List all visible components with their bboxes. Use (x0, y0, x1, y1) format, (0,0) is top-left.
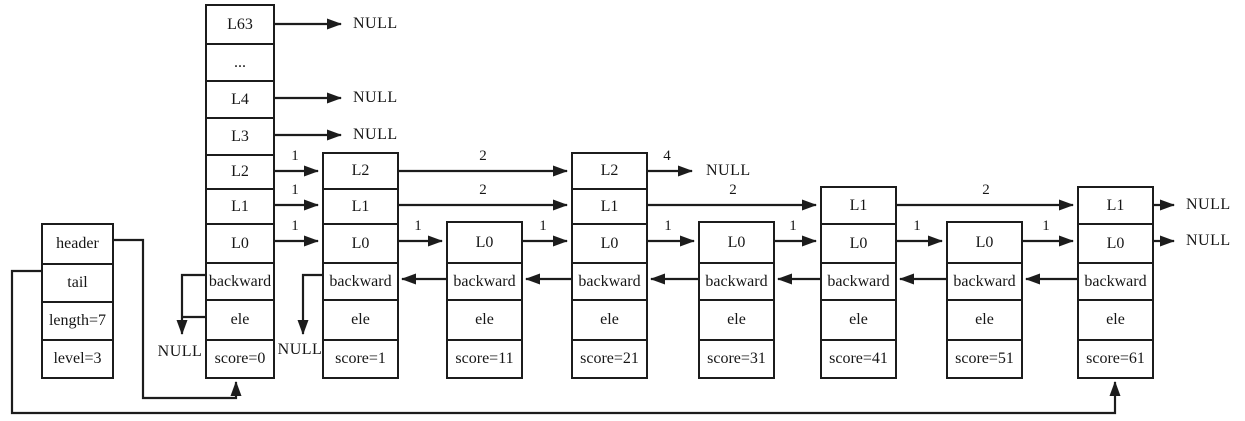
null-label-l4: NULL (353, 89, 398, 106)
cell-backward: backward (700, 262, 773, 299)
cell-score: score=51 (948, 339, 1021, 377)
cell-score: score=11 (448, 339, 521, 377)
arrow-header-backward-null (176, 273, 207, 335)
header-cell-l4: L4 (207, 80, 273, 117)
cell-score: score=21 (573, 339, 646, 377)
header-cell-ele: ele (207, 299, 273, 339)
skiplist-meta-box: header tail length=7 level=3 (41, 223, 114, 379)
cell-l0: L0 (727, 233, 746, 251)
header-cell-l0: L0 (207, 223, 273, 262)
cell-l0: L0 (324, 223, 397, 262)
cell-l0: L0 (822, 223, 895, 262)
node-score-21: L2 L1 L0 backward ele score=21 (571, 152, 648, 379)
cell-backward: backward (324, 262, 397, 299)
span-label-l0: 1 (1042, 218, 1050, 234)
span-label-l2: 1 (291, 148, 299, 164)
cell-l1: L1 (573, 188, 646, 223)
cell-backward: backward (948, 262, 1021, 299)
cell-score: score=61 (1079, 339, 1152, 377)
cell-ele: ele (1079, 299, 1152, 339)
node-score-41: L1 L0 backward ele score=41 (820, 186, 897, 379)
header-cell-score: score=0 (207, 339, 273, 377)
cell-backward: backward (448, 262, 521, 299)
cell-l1: L1 (1106, 196, 1125, 214)
node-score-61: L1 L0 backward ele score=61 (1077, 186, 1154, 379)
node-score-51: L0 backward ele score=51 (946, 221, 1023, 379)
cell-l0: L0 (475, 233, 494, 251)
span-label-l0: 1 (789, 218, 797, 234)
null-label-n7-l0: NULL (1186, 232, 1231, 249)
header-cell-l1: L1 (207, 188, 273, 223)
header-cell-l63: L63 (227, 15, 253, 33)
span-label-l2: 2 (479, 148, 487, 164)
span-label-l0: 1 (539, 218, 547, 234)
span-label-l0: 1 (664, 218, 672, 234)
cell-l2: L2 (600, 162, 619, 179)
arrow-backward-n1-null (297, 273, 324, 335)
span-label-l1: 1 (291, 182, 299, 198)
span-label-l1: 2 (729, 182, 737, 198)
header-cell-backward: backward (207, 262, 273, 299)
header-cell-ellipsis: ... (207, 43, 273, 80)
cell-l0: L0 (573, 223, 646, 262)
null-label-l63: NULL (353, 15, 398, 32)
null-label-l3: NULL (353, 126, 398, 143)
cell-l1: L1 (324, 188, 397, 223)
cell-score: score=41 (822, 339, 895, 377)
span-label-l0: 1 (913, 218, 921, 234)
header-cell-l2: L2 (207, 154, 273, 188)
cell-backward: backward (822, 262, 895, 299)
header-node: L63 ... L4 L3 L2 L1 L0 backward ele scor… (205, 4, 275, 379)
cell-l0: L0 (1079, 223, 1152, 262)
header-cell-l3: L3 (207, 117, 273, 154)
span-label-l0: 1 (291, 218, 299, 234)
cell-ele: ele (573, 299, 646, 339)
meta-cell-tail: tail (43, 263, 112, 301)
null-label-l2: NULL (706, 162, 751, 179)
cell-backward: backward (573, 262, 646, 299)
span-label-l2: 4 (663, 148, 671, 164)
cell-ele: ele (448, 299, 521, 339)
arrow-meta-tail-to-score61 (10, 269, 1121, 415)
cell-score: score=31 (700, 339, 773, 377)
cell-backward: backward (1079, 262, 1152, 299)
span-label-l1: 2 (479, 182, 487, 198)
span-label-l1: 2 (982, 182, 990, 198)
cell-ele: ele (948, 299, 1021, 339)
meta-cell-header: header (56, 235, 99, 252)
cell-ele: ele (324, 299, 397, 339)
null-label-n1-backward: NULL (277, 341, 323, 358)
cell-l1: L1 (849, 196, 868, 214)
cell-score: score=1 (324, 339, 397, 377)
node-score-31: L0 backward ele score=31 (698, 221, 775, 379)
node-score-11: L0 backward ele score=11 (446, 221, 523, 379)
node-score-1: L2 L1 L0 backward ele score=1 (322, 152, 399, 379)
cell-l0: L0 (975, 233, 994, 251)
meta-cell-length: length=7 (43, 301, 112, 339)
meta-cell-level: level=3 (43, 339, 112, 377)
span-label-l0: 1 (414, 218, 422, 234)
null-label-n7-l1: NULL (1186, 196, 1231, 213)
null-label-header-backward: NULL (157, 343, 203, 360)
cell-ele: ele (700, 299, 773, 339)
arrow-meta-header-to-score0 (112, 238, 242, 400)
cell-l2: L2 (351, 162, 370, 179)
cell-ele: ele (822, 299, 895, 339)
